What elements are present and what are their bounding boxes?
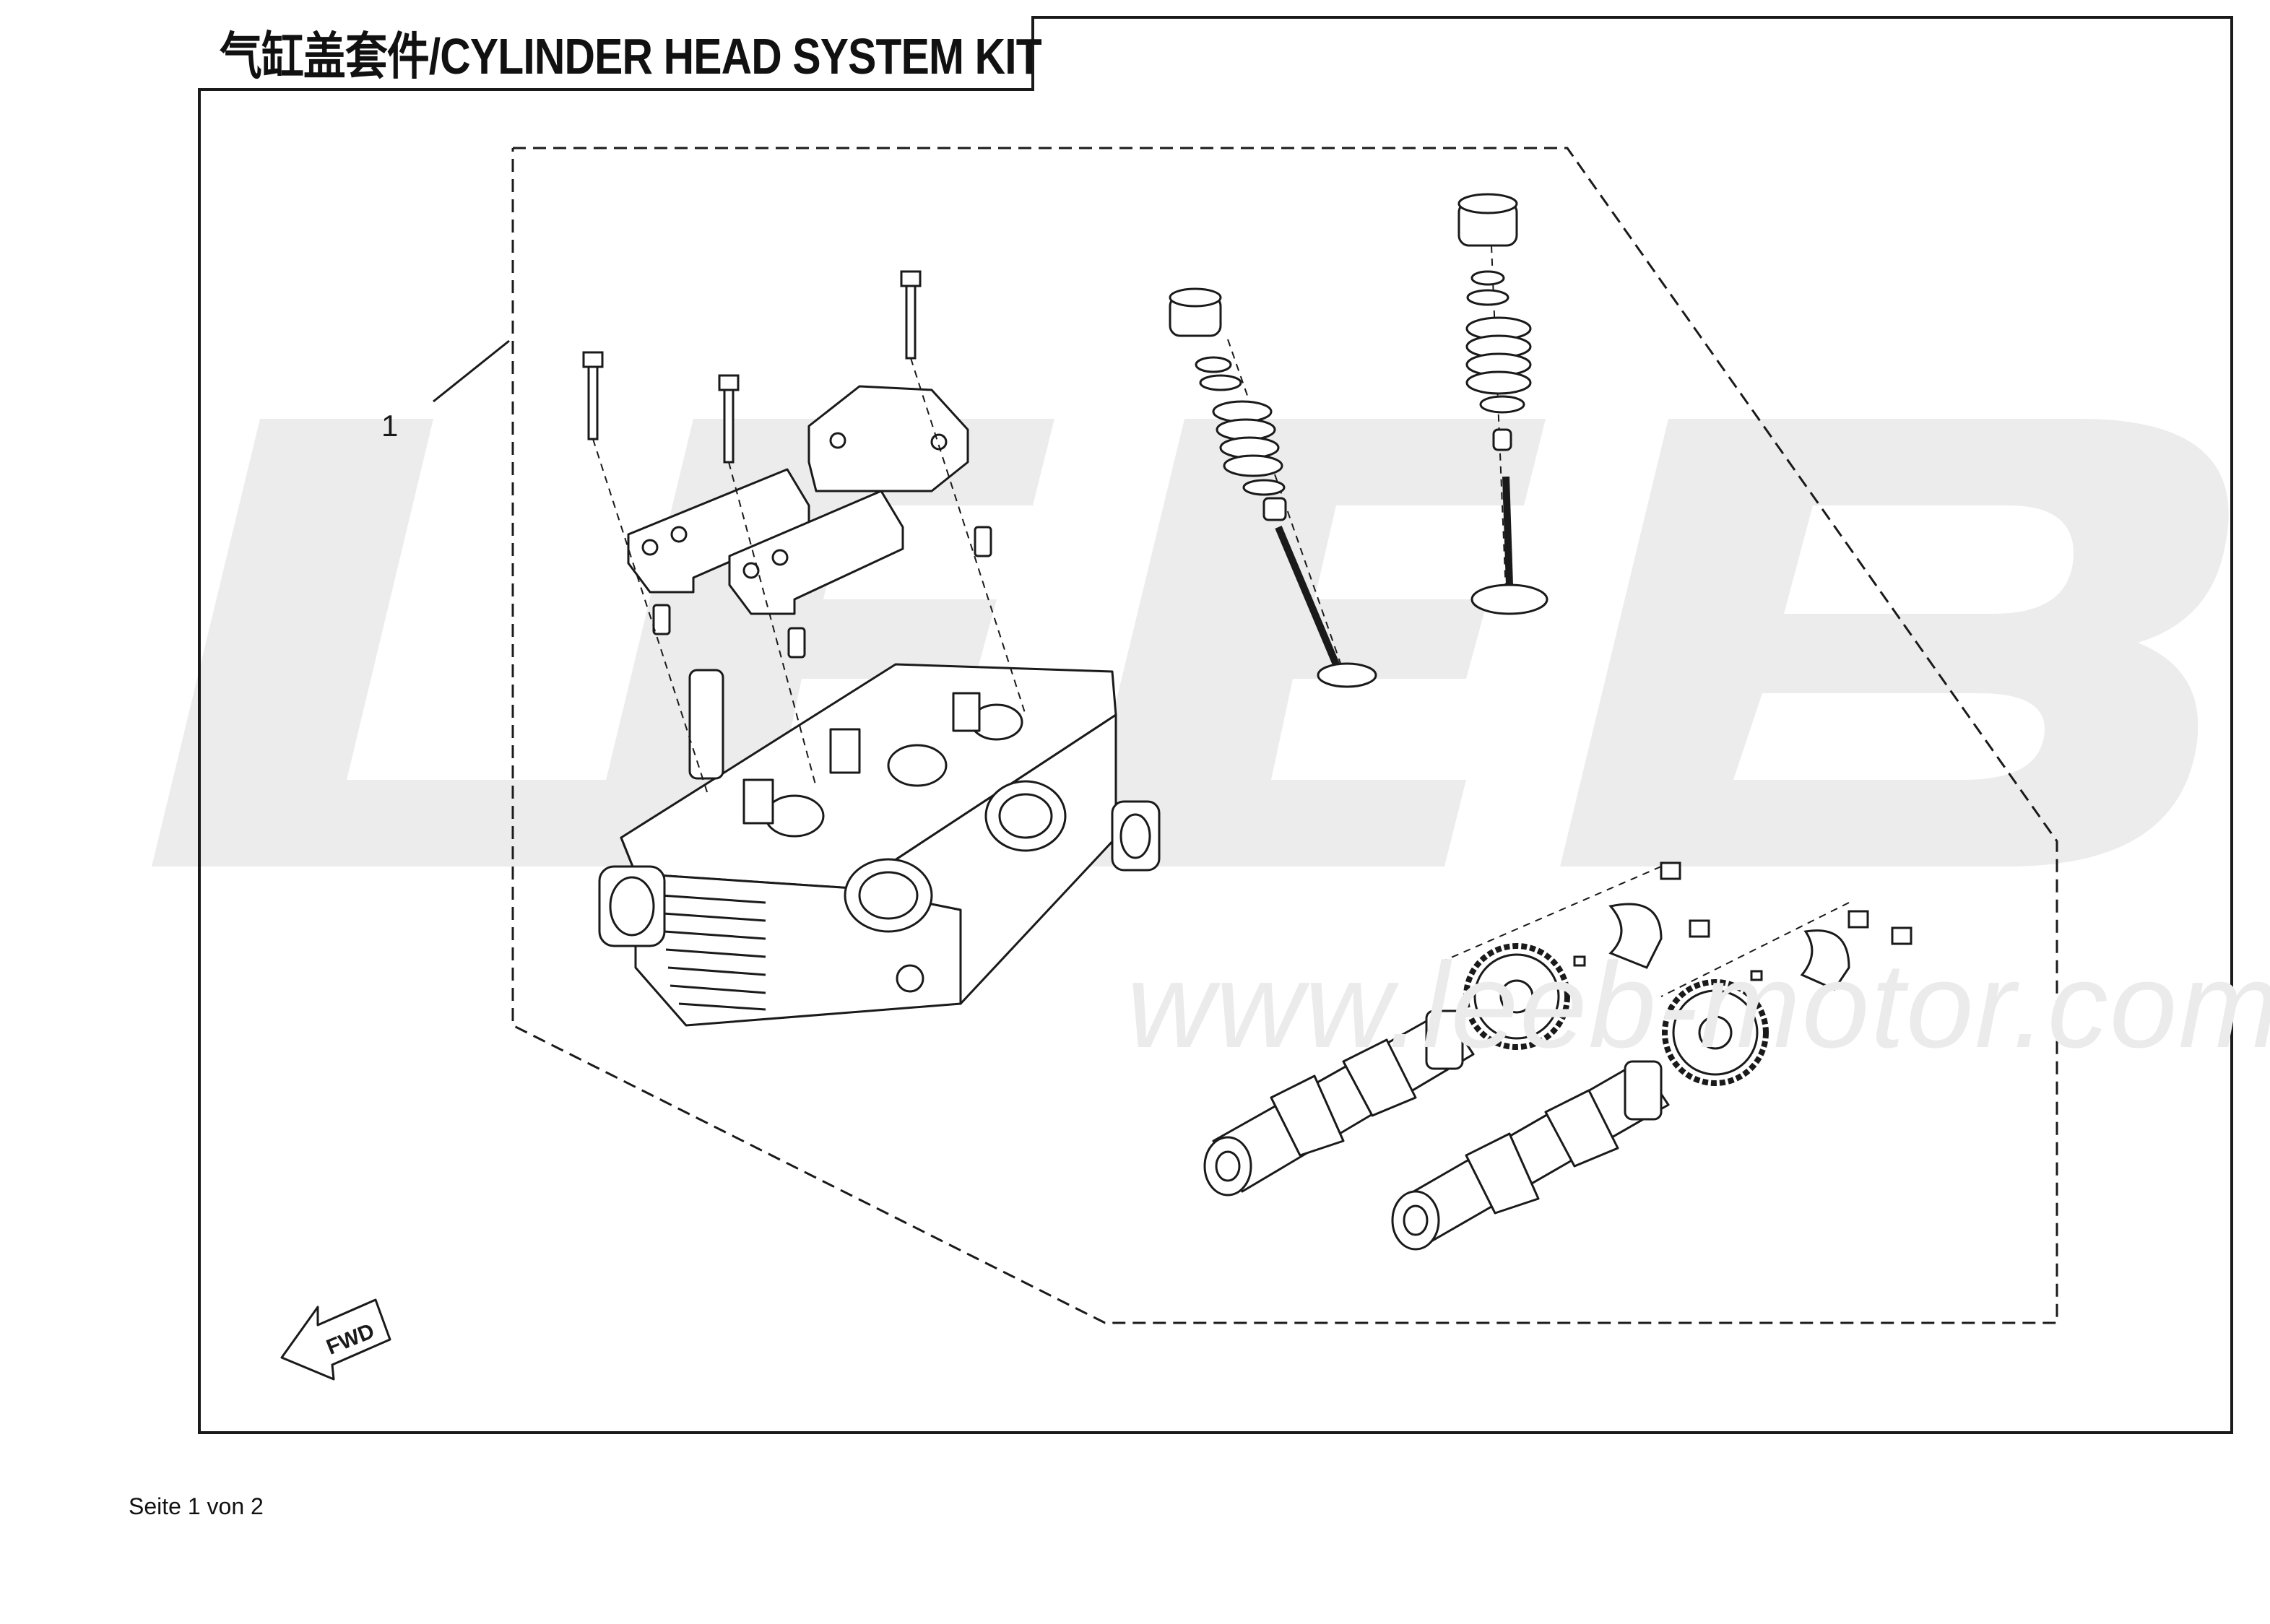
diagram-frame [198,16,2233,1434]
cylinder-head-bolts [582,270,922,464]
valve-spring-1 [1212,400,1283,477]
watermark-url: www.leeb-motor.com [1127,937,2270,1073]
forward-arrow-icon [280,1298,391,1381]
page-footer: Seite 1 von 2 [129,1493,264,1519]
valve-assembly-intake [1169,287,1377,688]
cam-sprockets [1463,943,1769,1086]
valve-assembly-exhaust [1457,193,1548,615]
title-box: 气缸盖套件/CYLINDER HEAD SYSTEM KIT [198,16,1042,91]
sprocket-bolts-and-plates [1573,861,1912,991]
dowel-pins [652,526,992,780]
kit-boundary [511,147,2058,1324]
page-title: 气缸盖套件/CYLINDER HEAD SYSTEM KIT [220,27,1042,84]
camshaft-2 [1391,1060,1670,1251]
cylinder-head [598,663,1161,1027]
callout-number: 1 [381,409,398,443]
callout-leader [433,339,510,403]
camshaft-1 [1203,1009,1475,1197]
valve-spring-2 [1465,316,1532,395]
assembly-guides [592,245,1850,997]
